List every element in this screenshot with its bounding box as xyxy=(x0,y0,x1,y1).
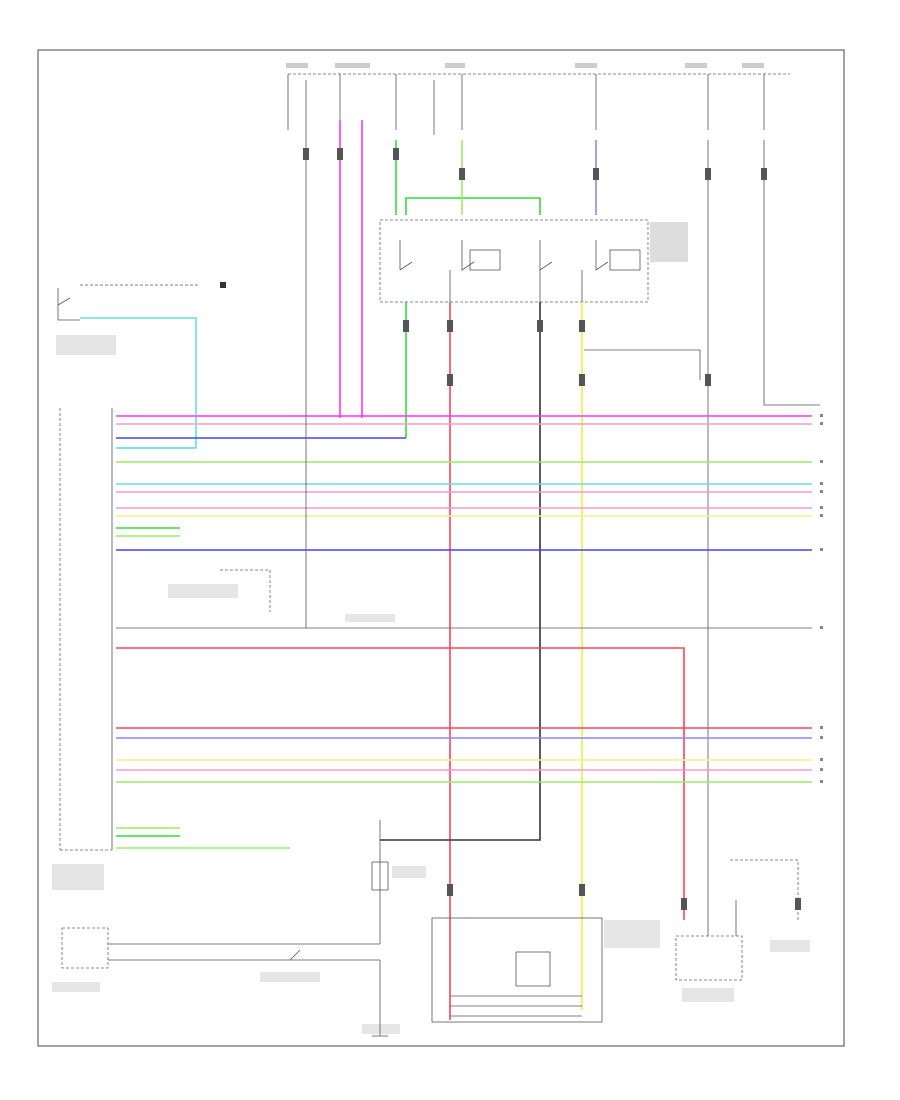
right-sensor xyxy=(675,859,810,1002)
relay-link-wire xyxy=(405,197,541,215)
wire-black-vertical xyxy=(380,302,541,841)
ecm-pin-column xyxy=(59,408,113,851)
ground-marker xyxy=(220,282,226,288)
fuse-label-group xyxy=(286,63,764,68)
relay-label xyxy=(650,222,688,262)
wire-gray-branch xyxy=(584,349,701,380)
actuator-box xyxy=(431,917,660,1023)
left-switch-label xyxy=(56,335,116,355)
wire-gray-far xyxy=(763,140,820,406)
fuse-label-1 xyxy=(286,63,308,68)
ecm-label xyxy=(52,864,104,890)
ground-symbol xyxy=(372,1010,388,1037)
fuse-label-3 xyxy=(445,63,465,68)
bottom-left-switch xyxy=(52,927,400,1034)
relay-box xyxy=(379,219,649,303)
row-red-a xyxy=(116,647,685,920)
connector-ticks xyxy=(303,148,801,910)
fuse-label-4 xyxy=(575,63,597,68)
lower-fuse xyxy=(371,820,426,944)
signal-rows xyxy=(116,415,812,920)
right-pin-markers xyxy=(820,414,823,783)
fuse-label-6 xyxy=(742,63,764,68)
mid-sensor xyxy=(168,415,395,628)
fuse-drops xyxy=(287,74,765,415)
left-switch xyxy=(57,284,200,321)
fuse-label-5 xyxy=(685,63,707,68)
fuse-label-2 xyxy=(335,63,370,68)
relay-contacts xyxy=(399,240,641,302)
diagram-frame xyxy=(37,49,845,1047)
